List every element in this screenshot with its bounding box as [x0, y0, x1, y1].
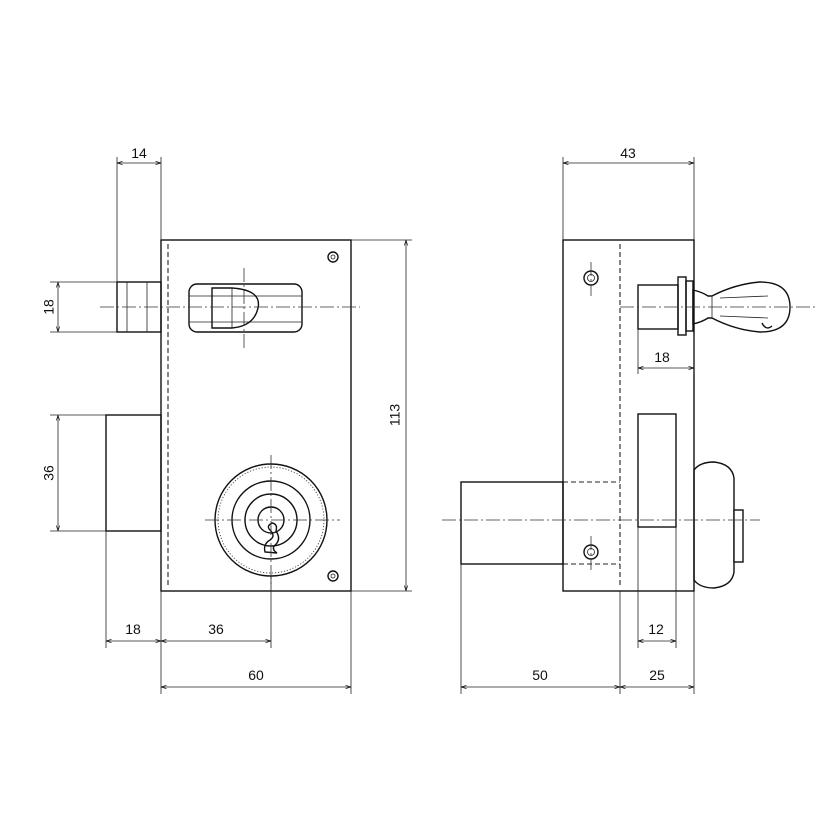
dim-front-bottom-b: 36: [208, 621, 224, 637]
front-knob-slot: [188, 283, 303, 333]
dim-front-top: 14: [131, 145, 147, 161]
dim-side-slot: 12: [648, 621, 664, 637]
dim-front-left-lower: 36: [41, 465, 57, 481]
side-slot: [637, 413, 677, 528]
side-cylinder-tip: [733, 509, 744, 563]
dim-front-bottom-a: 18: [125, 621, 141, 637]
dim-front-right: 113: [387, 404, 403, 427]
dim-front-left-upper: 18: [41, 299, 57, 315]
dim-side-bottom-b: 25: [649, 667, 665, 683]
side-view: 43 18 12 50 25: [442, 145, 815, 694]
side-knob: [637, 276, 791, 336]
dim-side-knob: 18: [654, 349, 670, 365]
front-knob-lever: [211, 287, 260, 329]
front-screw-top: [327, 251, 339, 263]
front-keyway: [263, 522, 280, 554]
front-view: 14 18 36 113 18 36 60: [41, 145, 412, 694]
front-lower-bolt: [105, 414, 162, 532]
side-bolt: [460, 481, 564, 565]
side-cylinder-cap: [693, 461, 735, 589]
side-lock-body: [562, 239, 695, 592]
front-screw-bottom: [327, 570, 339, 582]
dim-side-top: 43: [620, 145, 636, 161]
side-knob-handle: [692, 281, 791, 333]
dim-front-bottom-total: 60: [248, 667, 264, 683]
dim-side-bottom-a: 50: [532, 667, 548, 683]
